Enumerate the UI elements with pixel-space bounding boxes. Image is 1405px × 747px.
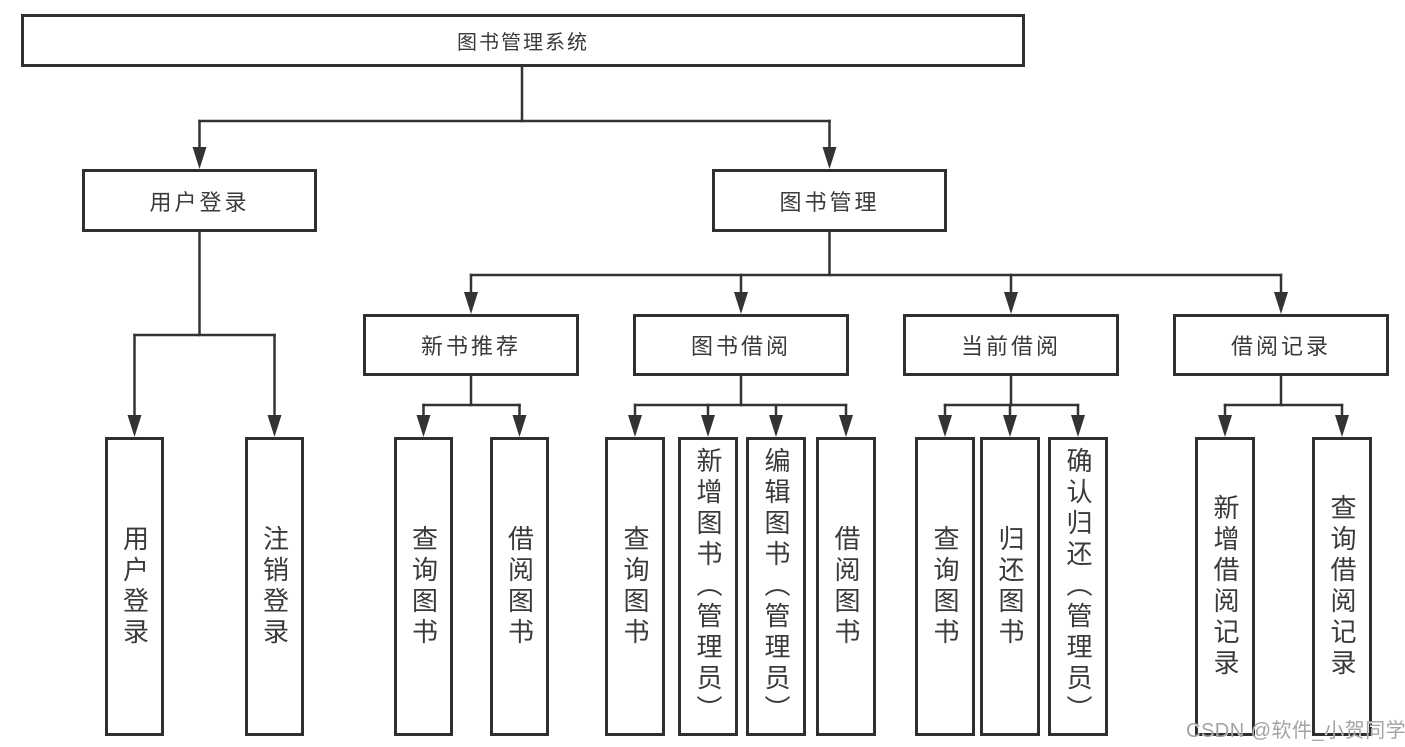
- node-current-borrowing: 当前借阅: [903, 314, 1119, 376]
- leaf-label: 查询图书: [620, 524, 650, 649]
- node-borrowing-records: 借阅记录: [1173, 314, 1389, 376]
- leaf-logout-login: 注销登录: [245, 437, 304, 736]
- leaf-query-books-borrowing: 查询图书: [605, 437, 665, 736]
- leaf-label: 编辑图书（管理员）: [761, 447, 791, 726]
- node-label: 借阅记录: [1230, 334, 1331, 359]
- leaf-borrow-books-newbook: 借阅图书: [490, 437, 549, 736]
- leaf-query-borrow-record: 查询借阅记录: [1312, 437, 1372, 736]
- node-library-management-system: 图书管理系统: [21, 14, 1025, 67]
- node-label: 图书管理系统: [457, 32, 589, 54]
- leaf-label: 确认归还（管理员）: [1063, 447, 1093, 726]
- leaf-label: 查询借阅记录: [1327, 493, 1357, 680]
- connector-root-to-level2: [192, 65, 837, 169]
- leaf-label: 借阅图书: [831, 524, 861, 649]
- leaf-edit-books-admin: 编辑图书（管理员）: [746, 437, 806, 736]
- connector-book-management-to-level3: [464, 230, 1288, 314]
- connector-book-borrowing-to-leaves: [628, 374, 853, 437]
- node-label: 新书推荐: [420, 334, 521, 359]
- csdn-watermark: CSDN @软件_小贺同学: [1186, 720, 1405, 742]
- leaf-label: 归还图书: [995, 524, 1025, 649]
- leaf-label: 新增图书（管理员）: [693, 447, 723, 726]
- leaf-return-books: 归还图书: [980, 437, 1040, 736]
- leaf-add-books-admin: 新增图书（管理员）: [678, 437, 738, 736]
- connector-new-book-to-leaves: [416, 374, 527, 437]
- leaf-label: 借阅图书: [504, 524, 535, 649]
- leaf-label: 查询图书: [930, 524, 960, 649]
- leaf-query-books-current: 查询图书: [915, 437, 975, 736]
- node-new-book-recommendation: 新书推荐: [363, 314, 579, 376]
- node-user-login: 用户登录: [82, 169, 317, 232]
- connector-borrow-records-to-leaves: [1218, 374, 1349, 437]
- leaf-query-books-newbook: 查询图书: [394, 437, 453, 736]
- node-label: 当前借阅: [960, 334, 1061, 359]
- leaf-label: 查询图书: [408, 524, 439, 649]
- node-label: 图书借阅: [690, 334, 791, 359]
- leaf-add-borrow-record: 新增借阅记录: [1195, 437, 1255, 736]
- node-label: 用户登录: [149, 189, 250, 215]
- leaf-label: 用户登录: [119, 524, 150, 649]
- connector-current-borrowing-to-leaves: [938, 374, 1085, 437]
- leaf-borrow-books-borrowing: 借阅图书: [816, 437, 876, 736]
- leaf-label: 新增借阅记录: [1210, 493, 1240, 680]
- leaf-user-login: 用户登录: [105, 437, 164, 736]
- connector-user-login-to-leaves: [127, 230, 282, 437]
- leaf-label: 注销登录: [259, 524, 290, 649]
- node-label: 图书管理: [779, 189, 880, 215]
- leaf-confirm-return-admin: 确认归还（管理员）: [1048, 437, 1108, 736]
- node-book-borrowing: 图书借阅: [633, 314, 849, 376]
- node-book-management: 图书管理: [712, 169, 947, 232]
